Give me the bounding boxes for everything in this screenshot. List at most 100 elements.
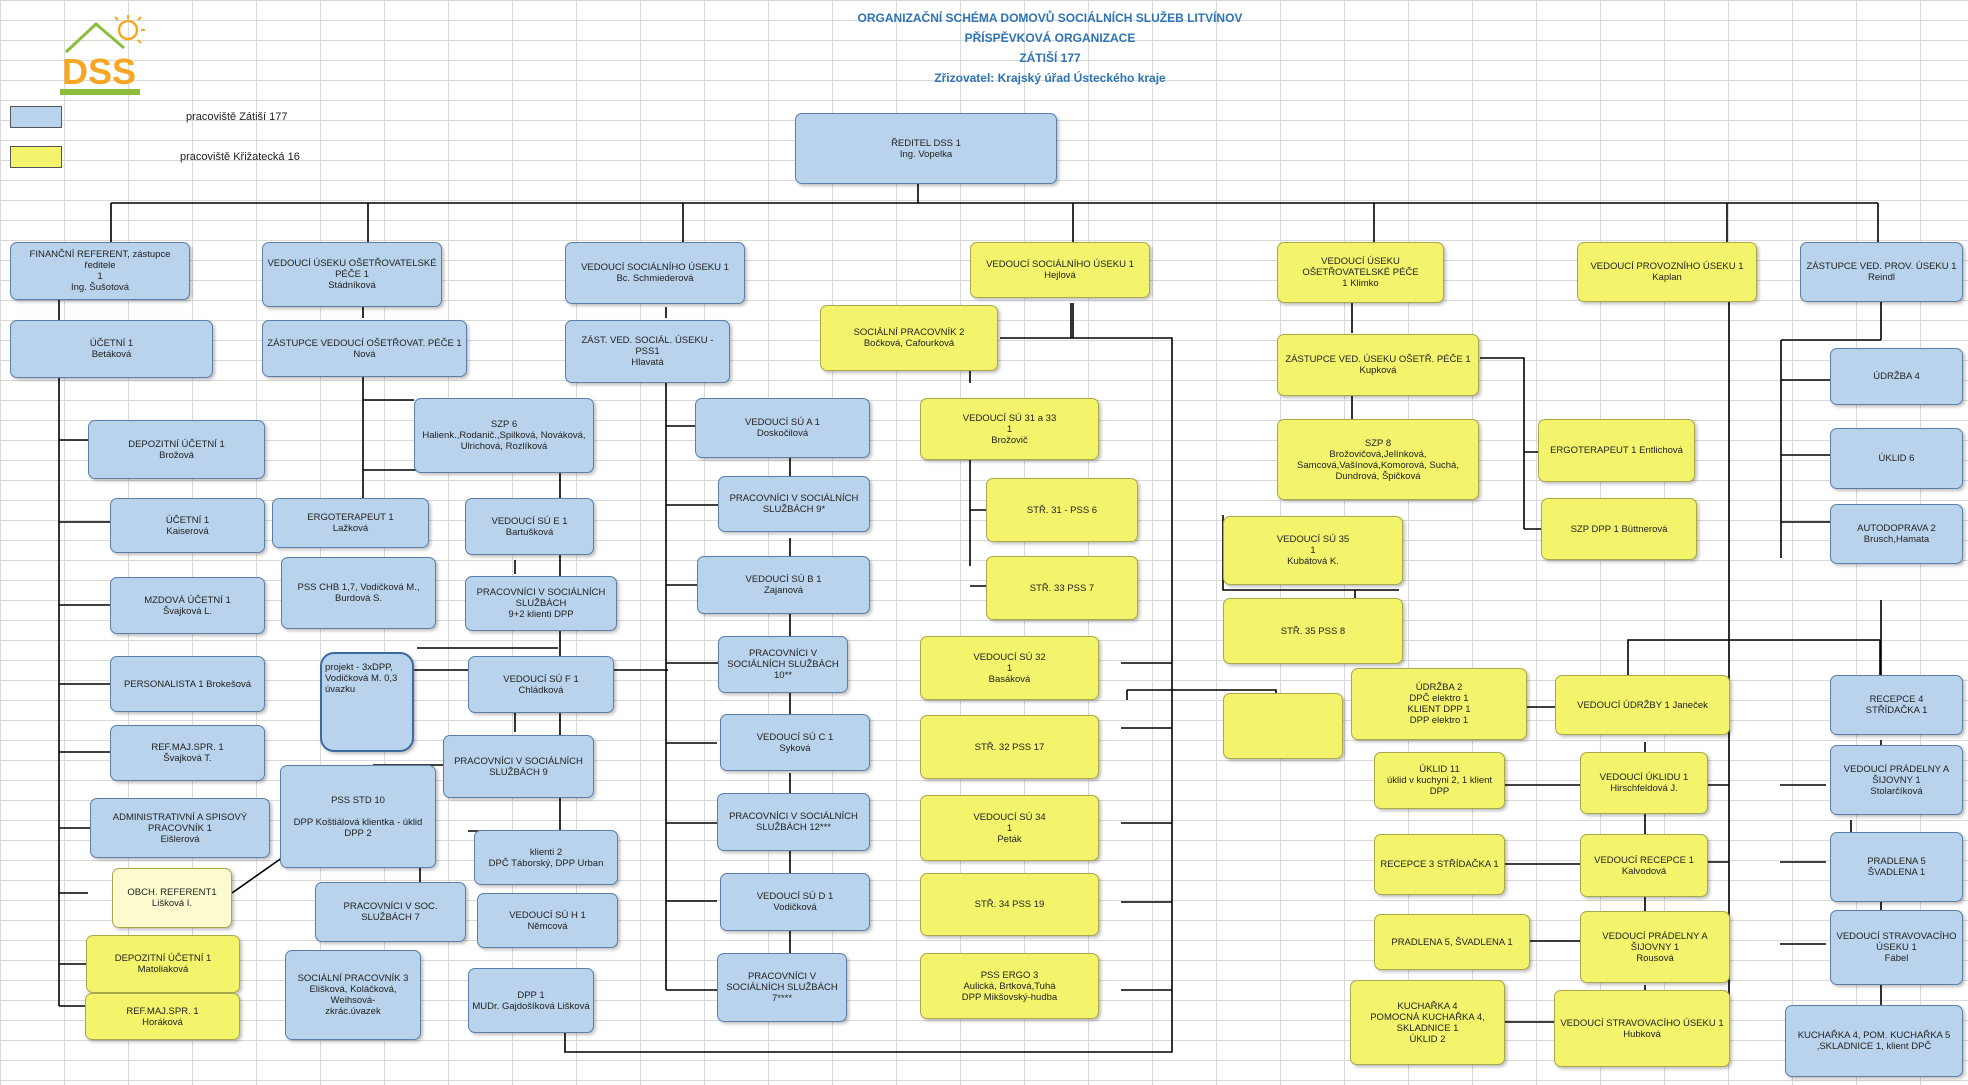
org-box-line: Samcová,Vašínová,Komorová, Suchá, (1297, 459, 1459, 471)
org-box-line: Bc. Schmiederová (616, 273, 694, 284)
org-box-line: STŘ. 31 - PSS 6 (1026, 504, 1098, 516)
org-box-line: Kupková (1359, 365, 1397, 376)
org-box-line: VEDOUCÍ PROVOZNÍHO ÚSEKU 1 (1590, 261, 1744, 272)
org-box-line: OBCH. REFERENT1 (127, 887, 217, 898)
org-box-line: Hejlová (1044, 270, 1076, 281)
org-box-line: DPČ Táborský, DPP Urban (488, 857, 604, 869)
org-box-line: VEDOUCÍ SÚ 34 (973, 811, 1046, 823)
org-box-line: ŠVADLENA 1 (1867, 867, 1926, 878)
org-box-line: Halienk.,Rodanič.,Spilková, Nováková, (422, 430, 586, 441)
org-box-line: DPP (1429, 786, 1450, 797)
org-box-line: Vodičková (773, 902, 817, 913)
org-box-line: Bartušková (505, 526, 554, 538)
org-box-line: VEDOUCÍ SÚ E 1 (491, 515, 568, 527)
org-box-line: Ing. Šušotová (70, 282, 130, 293)
org-box-line: PSS ERGO 3 (980, 969, 1039, 981)
org-box-line: VEDOUCÍ SOCIÁLNÍHO ÚSEKU 1 (986, 259, 1134, 270)
org-box-line: PRACOVNÍCI V SOCIÁLNÍCH (729, 493, 859, 504)
org-box-line: Matoliaková (137, 964, 189, 975)
title-line-1: ORGANIZAČNÍ SCHÉMA DOMOVŮ SOCIÁLNÍCH SLU… (857, 11, 1243, 25)
title-line-4: Zřizovatel: Krajský úřad Ústeckého kraje (934, 71, 1166, 85)
org-box-line: Hirschfeldová J. (1610, 783, 1678, 794)
org-box-line: projekt - 3xDPP, (325, 662, 393, 673)
org-box-line: SZP 8 (1364, 437, 1392, 449)
org-box-line: SOCIÁLNÍ PRACOVNÍK 2 (853, 327, 965, 338)
org-box-line: Ulrichová, Rozlíková (460, 441, 548, 452)
org-box-line: Ing. Vopelka (899, 148, 953, 160)
org-box-line: PRADLENA 5 (1867, 856, 1926, 867)
org-box-line: Brusch,Hamata (1863, 534, 1930, 545)
org-box-line: Švajková L. (162, 605, 213, 617)
org-box-line: KUCHAŘKA 4 (1397, 1000, 1458, 1012)
org-box-line: SKLADNICE 1 (1396, 1022, 1459, 1034)
org-box-line: úklid v kuchyni 2, 1 klient (1386, 775, 1493, 786)
org-box-line: Fábel (1884, 953, 1909, 964)
org-box-line: 1 (1006, 662, 1013, 674)
org-box-line: Dundrová, Špičková (1335, 470, 1421, 482)
org-box-line: Bočková, Cafourková (863, 338, 955, 349)
org-box-line: DPP 1 (517, 989, 545, 1001)
org-box-line: ,SKLADNICE 1, klient DPČ (1816, 1041, 1932, 1052)
title-line-2: PŘÍSPĚVKOVÁ ORGANIZACE (964, 31, 1136, 45)
org-box-line: VEDOUCÍ PRÁDELNY A (1602, 930, 1708, 942)
org-box-line: ŠIJOVNY 1 (1630, 941, 1680, 953)
org-box-line: Syková (779, 742, 811, 754)
legend-label-blue: pracoviště Zátiší 177 (186, 111, 288, 123)
org-box-line: SLUŽBÁCH 12*** (756, 822, 831, 833)
org-box-line: Stolarčíková (1870, 785, 1923, 797)
org-box-line: DPP elektro 1 (1409, 715, 1469, 726)
org-box-line: zkrác.úvazek (325, 1006, 381, 1017)
org-box-line: RECEPCE 3 STŘÍDAČKA 1 (1380, 859, 1499, 870)
org-box-line: ZÁSTUPCE VED. PROV. ÚSEKU 1 (1806, 261, 1957, 272)
org-box-line: úvazku (325, 684, 356, 695)
org-box-line: ŠIJOVNY 1 (1872, 774, 1921, 786)
org-box-line: STŘ. 33 PSS 7 (1029, 582, 1095, 594)
org-box-line: PRACOVNÍK 1 (148, 822, 212, 834)
org-box-line: STŘ. 32 PSS 17 (974, 741, 1045, 753)
org-box-line: AUTODOPRAVA 2 (1857, 523, 1936, 534)
org-box-line: klienti 2 (529, 846, 563, 858)
org-box-line: DPP Mikšovský-hudba (961, 991, 1058, 1003)
org-box-empty (1223, 693, 1343, 759)
org-box-line: VEDOUCÍ SÚ B 1 (745, 574, 822, 585)
org-box-line: KUCHAŘKA 4, POM. KUCHAŘKA 5 (1797, 1030, 1951, 1041)
org-box-str32: STŘ. 32 PSS 17 (920, 715, 1099, 779)
org-box-line: ÚDRŽBA 4 (1873, 371, 1920, 382)
org-box-line: ZÁST. VED. SOCIÁL. ÚSEKU - PSS1 (581, 335, 714, 357)
org-box-line: Burdová S. (335, 593, 382, 604)
org-box-line: Kaplan (1652, 272, 1682, 283)
org-box-pradlena5a: PRADLENA 5, ŠVADLENA 1 (1374, 914, 1530, 970)
org-box-line: VEDOUCÍ SÚ 32 (973, 651, 1046, 663)
org-box-line: VEDOUCÍ SÚ H 1 (509, 909, 586, 921)
org-box-str34: STŘ. 34 PSS 19 (920, 873, 1099, 936)
org-box-line: 9+2 klienti DPP (508, 609, 574, 620)
org-box-line: PSS STD 10 (331, 794, 385, 806)
